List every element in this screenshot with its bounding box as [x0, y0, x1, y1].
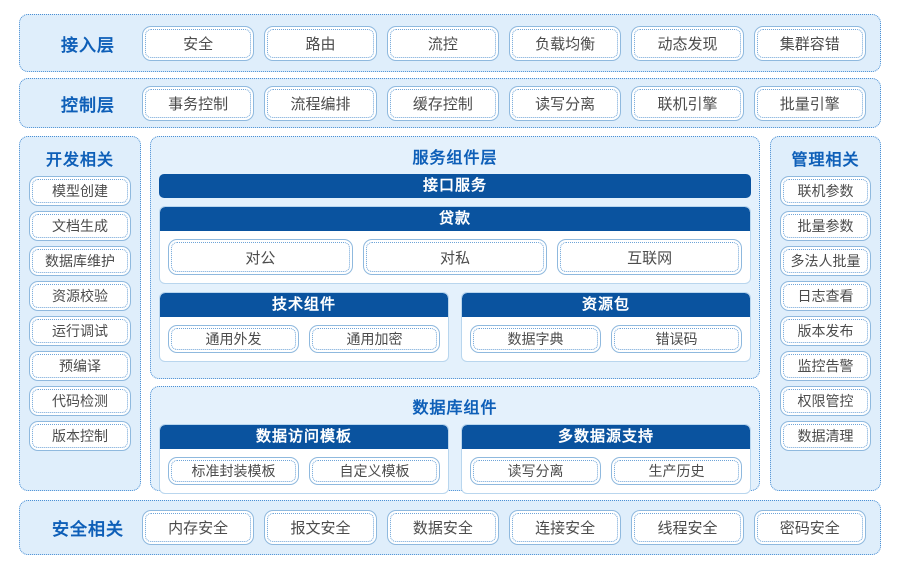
access-item-dynamic-discovery[interactable]: 动态发现 [631, 25, 744, 61]
data-access-template-title: 数据访问模板 [160, 425, 448, 449]
security-item-data[interactable]: 数据安全 [386, 510, 499, 545]
multi-datasource-title: 多数据源支持 [462, 425, 750, 449]
manage-item-log-view[interactable]: 日志查看 [780, 281, 871, 311]
access-item-security[interactable]: 安全 [142, 25, 255, 61]
manage-related-panel: 管理相关 联机参数 批量参数 多法人批量 日志查看 版本发布 监控告警 权限管控… [770, 136, 881, 491]
control-item-online-engine[interactable]: 联机引擎 [631, 85, 744, 121]
control-item-cache[interactable]: 缓存控制 [386, 85, 499, 121]
security-layer-band: 安全相关 内存安全 报文安全 数据安全 连接安全 线程安全 密码安全 [19, 500, 881, 555]
service-subcards: 技术组件 通用外发 通用加密 资源包 数据字典 错误码 [159, 292, 751, 362]
dev-item-db-maintain[interactable]: 数据库维护 [29, 246, 131, 276]
loan-item-corporate[interactable]: 对公 [168, 239, 353, 275]
control-item-read-write-split[interactable]: 读写分离 [508, 85, 622, 121]
dev-panel-title: 开发相关 [45, 152, 114, 169]
control-layer-title: 控制层 [61, 95, 115, 115]
manage-item-data-cleanup[interactable]: 数据清理 [780, 421, 871, 451]
security-item-connection[interactable]: 连接安全 [508, 510, 622, 545]
dev-related-panel: 开发相关 模型创建 文档生成 数据库维护 资源校验 运行调试 预编译 代码检测 … [19, 136, 141, 491]
manage-item-version-release[interactable]: 版本发布 [780, 316, 871, 346]
control-layer-band: 控制层 事务控制 流程编排 缓存控制 读写分离 联机引擎 批量引擎 [19, 78, 881, 128]
resource-item-error-code[interactable]: 错误码 [611, 325, 742, 353]
access-item-load-balance[interactable]: 负载均衡 [508, 25, 622, 61]
tech-component-items: 通用外发 通用加密 [160, 317, 448, 361]
interface-service-bar[interactable]: 接口服务 [159, 174, 751, 198]
control-layer-items: 事务控制 流程编排 缓存控制 读写分离 联机引擎 批量引擎 [142, 85, 866, 121]
loan-item-internet[interactable]: 互联网 [557, 239, 743, 275]
tech-item-general-encryption[interactable]: 通用加密 [309, 325, 440, 353]
loan-item-personal[interactable]: 对私 [362, 239, 548, 275]
control-item-process-orchestration[interactable]: 流程编排 [264, 85, 377, 121]
data-access-template-items: 标准封装模板 自定义模板 [160, 449, 448, 493]
manage-panel-title: 管理相关 [791, 152, 860, 169]
db-item-read-write-split[interactable]: 读写分离 [470, 457, 601, 485]
security-item-memory[interactable]: 内存安全 [142, 510, 255, 545]
dev-item-version-control[interactable]: 版本控制 [29, 421, 131, 451]
dev-item-model-create[interactable]: 模型创建 [29, 176, 131, 206]
dev-item-precompile[interactable]: 预编译 [29, 351, 131, 381]
multi-datasource-card: 多数据源支持 读写分离 生产历史 [461, 424, 751, 494]
access-item-flow-control[interactable]: 流控 [386, 25, 499, 61]
access-layer-items: 安全 路由 流控 负载均衡 动态发现 集群容错 [142, 25, 866, 61]
control-item-transaction[interactable]: 事务控制 [142, 85, 255, 121]
dev-item-resource-verify[interactable]: 资源校验 [29, 281, 131, 311]
database-component-panel: 数据库组件 数据访问模板 标准封装模板 自定义模板 多数据源支持 读写分离 生产… [150, 386, 760, 494]
resource-pack-title: 资源包 [462, 293, 750, 317]
resource-item-data-dictionary[interactable]: 数据字典 [470, 325, 601, 353]
resource-pack-items: 数据字典 错误码 [462, 317, 750, 361]
service-component-layer-panel: 服务组件层 接口服务 贷款 对公 对私 互联网 技术组件 通用外发 通用加密 资… [150, 136, 760, 379]
multi-datasource-items: 读写分离 生产历史 [462, 449, 750, 493]
db-item-production-history[interactable]: 生产历史 [611, 457, 742, 485]
tech-item-general-dispatch[interactable]: 通用外发 [168, 325, 299, 353]
access-layer-title: 接入层 [61, 35, 115, 55]
db-item-custom-template[interactable]: 自定义模板 [309, 457, 440, 485]
security-layer-items: 内存安全 报文安全 数据安全 连接安全 线程安全 密码安全 [142, 510, 866, 545]
loan-card-title: 贷款 [160, 207, 750, 231]
db-subcards: 数据访问模板 标准封装模板 自定义模板 多数据源支持 读写分离 生产历史 [159, 424, 751, 494]
manage-item-permission-control[interactable]: 权限管控 [780, 386, 871, 416]
access-item-cluster-fault-tolerance[interactable]: 集群容错 [753, 25, 866, 61]
access-layer-band: 接入层 安全 路由 流控 负载均衡 动态发现 集群容错 [19, 14, 881, 72]
service-panel-title: 服务组件层 [412, 150, 498, 167]
db-item-standard-template[interactable]: 标准封装模板 [168, 457, 299, 485]
security-item-password[interactable]: 密码安全 [753, 510, 866, 545]
dev-item-doc-generate[interactable]: 文档生成 [29, 211, 131, 241]
dev-item-code-check[interactable]: 代码检测 [29, 386, 131, 416]
security-item-thread[interactable]: 线程安全 [631, 510, 744, 545]
manage-item-monitor-alert[interactable]: 监控告警 [780, 351, 871, 381]
manage-item-online-params[interactable]: 联机参数 [780, 176, 871, 206]
db-panel-title: 数据库组件 [412, 400, 498, 417]
dev-item-runtime-debug[interactable]: 运行调试 [29, 316, 131, 346]
security-layer-title: 安全相关 [52, 520, 124, 539]
tech-component-card: 技术组件 通用外发 通用加密 [159, 292, 449, 362]
data-access-template-card: 数据访问模板 标准封装模板 自定义模板 [159, 424, 449, 494]
manage-item-batch-params[interactable]: 批量参数 [780, 211, 871, 241]
access-item-routing[interactable]: 路由 [264, 25, 377, 61]
loan-card-items: 对公 对私 互联网 [160, 231, 750, 283]
tech-component-title: 技术组件 [160, 293, 448, 317]
resource-pack-card: 资源包 数据字典 错误码 [461, 292, 751, 362]
control-item-batch-engine[interactable]: 批量引擎 [753, 85, 866, 121]
loan-card: 贷款 对公 对私 互联网 [159, 206, 751, 284]
security-item-message[interactable]: 报文安全 [264, 510, 377, 545]
manage-item-multi-entity-batch[interactable]: 多法人批量 [780, 246, 871, 276]
